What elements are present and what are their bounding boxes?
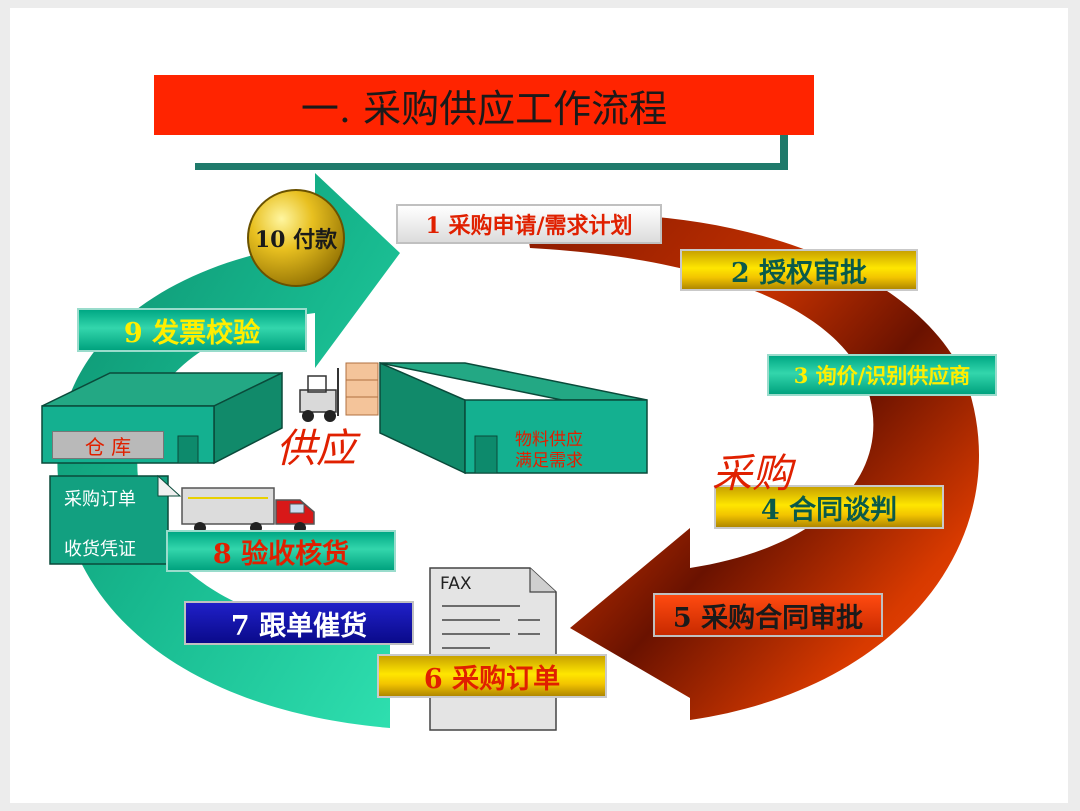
step-2-label: 2 授权审批 [730,257,868,289]
title-underline [195,163,787,170]
step-2-box: 2 授权审批 [680,249,918,291]
fax-label: FAX [440,574,472,594]
material-supply-label: 物料供应 满足需求 [515,430,583,472]
step-7-label: 7 跟单催货 [230,610,368,642]
step-9-label: 9 发票校验 [123,317,261,349]
forklift-icon [299,362,379,422]
material-line-2: 满足需求 [515,451,583,471]
warehouse-label-text: 仓 库 [84,434,132,459]
step-5-box: 5 采购合同审批 [653,593,883,637]
document-stack-icon [49,474,182,565]
supply-word: 供应 [276,426,356,472]
purchase-word: 采购 [712,451,792,497]
truck-icon [181,487,315,534]
step-9-box: 9 发票校验 [77,308,307,352]
step-7-box: 7 跟单催货 [184,601,414,645]
step-6-label: 6 采购订单 [423,663,561,695]
step-6-box: 6 采购订单 [377,654,607,698]
step-1-label: 1 采购申请/需求计划 [425,213,633,239]
receipt-doc-label: 收货凭证 [64,539,136,560]
material-line-1: 物料供应 [515,430,583,450]
page-title: 一. 采购供应工作流程 [154,75,814,135]
right-warehouse-icon [379,361,648,475]
step-8-box: 8 验收核货 [166,530,396,572]
warehouse-label: 仓 库 [52,431,164,459]
step-4-label: 4 合同谈判 [760,494,898,526]
po-doc-label: 采购订单 [64,489,136,510]
step-10-label: 10 付款 [254,227,338,253]
step-3-box: 3 询价/识别供应商 [767,354,997,396]
step-1-box: 1 采购申请/需求计划 [396,204,662,244]
step-8-label: 8 验收核货 [212,538,350,570]
step-3-label: 3 询价/识别供应商 [793,363,971,388]
payment-coin-icon [247,189,345,287]
step-5-label: 5 采购合同审批 [672,602,864,634]
step-4-box: 4 合同谈判 [714,485,944,529]
slide: 一. 采购供应工作流程 1 采购申请/需求计划 2 授权审批 3 询价/识别供应… [10,8,1068,803]
